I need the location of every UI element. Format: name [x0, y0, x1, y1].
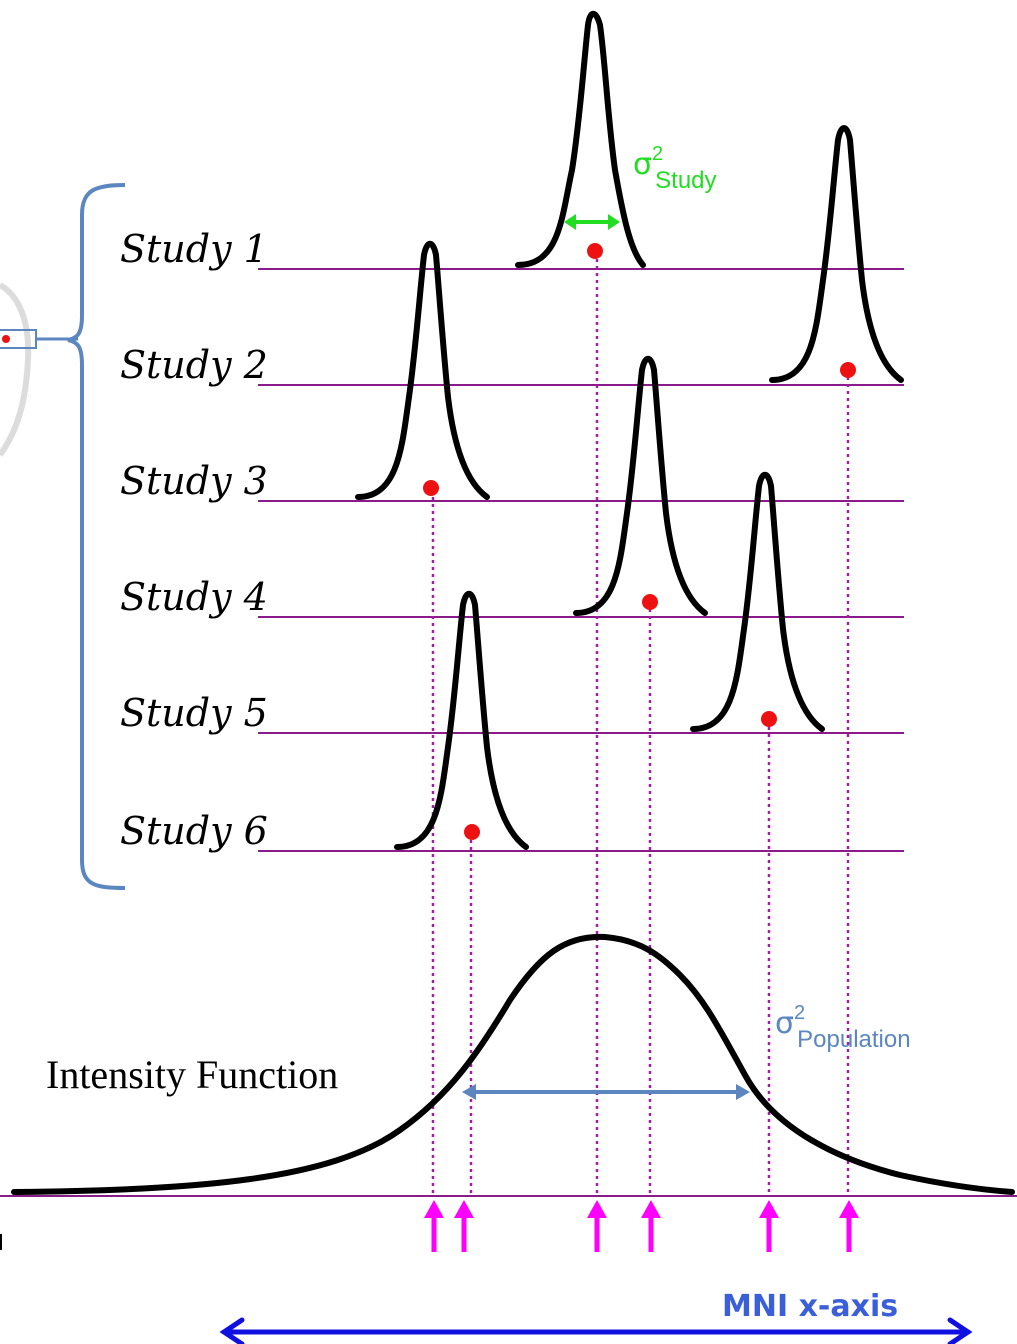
study-baselines	[0, 268, 1017, 1197]
study-label-2: Study 2	[120, 343, 268, 387]
peak-study-6	[394, 590, 529, 850]
brain-outline	[0, 282, 32, 457]
study-label-6: Study 6	[120, 809, 268, 853]
sigma-study-arrow	[564, 214, 620, 230]
brain-roi-dot	[2, 335, 10, 343]
focus-dot-study-3	[423, 480, 439, 496]
mni-axis-label: MNI x-axis	[722, 1289, 898, 1324]
focus-dot-study-4	[642, 594, 658, 610]
study-peak-curves	[355, 10, 904, 850]
peak-study-5	[690, 471, 825, 732]
focus-projection-lines	[431, 252, 850, 1196]
study-brace	[67, 183, 126, 890]
mni-axis-arrow	[219, 1317, 973, 1344]
sigma-population-arrow	[462, 1084, 750, 1100]
focus-dot-study-5	[761, 711, 777, 727]
study-label-4: Study 4	[120, 575, 268, 619]
study-label-3: Study 3	[120, 459, 268, 503]
focus-location-arrows	[424, 1200, 859, 1252]
peak-study-4	[573, 355, 708, 616]
focus-dot-study-6	[464, 824, 480, 840]
peak-study-2	[769, 125, 904, 383]
peak-study-1	[515, 10, 646, 268]
peak-study-3	[355, 240, 490, 500]
focus-dots	[423, 243, 856, 840]
study-label-1: Study 1	[120, 227, 268, 271]
intensity-function-curve	[11, 933, 1015, 1195]
focus-dot-study-1	[587, 243, 603, 259]
focus-dot-study-2	[840, 362, 856, 378]
intensity-function-label: Intensity Function	[46, 1052, 338, 1097]
study-label-5: Study 5	[120, 691, 268, 735]
